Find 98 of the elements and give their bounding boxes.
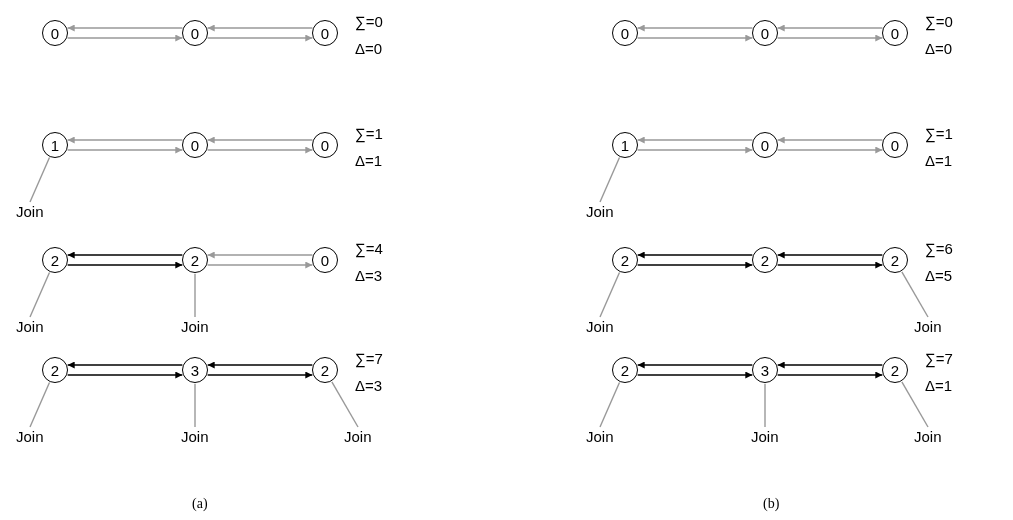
state-circle: 0: [312, 20, 338, 46]
leader-line: [599, 156, 621, 203]
leader-line: [194, 383, 196, 428]
arrow: [777, 361, 883, 369]
arrow: [67, 261, 183, 269]
leader-line: [29, 271, 51, 318]
arrow: [777, 146, 883, 154]
sum-label: ∑=7: [355, 350, 383, 367]
arrow: [637, 261, 753, 269]
sum-label: ∑=7: [925, 350, 953, 367]
leader-line: [599, 271, 621, 318]
sum-label: ∑=0: [925, 13, 953, 30]
state-circle: 0: [752, 132, 778, 158]
join-label: Join: [751, 428, 779, 445]
arrow: [777, 261, 883, 269]
leader-line: [194, 273, 196, 318]
state-circle: 2: [42, 247, 68, 273]
join-label: Join: [586, 318, 614, 335]
delta-label: Δ=1: [355, 152, 383, 169]
join-label: Join: [586, 203, 614, 220]
join-label: Join: [16, 203, 44, 220]
leader-line: [764, 383, 766, 428]
arrow: [207, 371, 313, 379]
sum-label: ∑=0: [355, 13, 383, 30]
state-circle: 1: [42, 132, 68, 158]
state-circle: 0: [182, 132, 208, 158]
arrow: [207, 251, 313, 259]
arrow: [637, 371, 753, 379]
panel-caption: (a): [192, 496, 208, 512]
leader-line: [901, 381, 929, 428]
leader-line: [901, 271, 929, 318]
join-label: Join: [914, 318, 942, 335]
state-circle: 0: [882, 20, 908, 46]
leader-line: [29, 381, 51, 428]
delta-label: Δ=0: [925, 40, 953, 57]
panel-caption: (b): [763, 496, 780, 512]
arrow: [67, 371, 183, 379]
arrow: [777, 251, 883, 259]
join-label: Join: [181, 428, 209, 445]
state-circle: 2: [42, 357, 68, 383]
arrow: [67, 361, 183, 369]
arrow: [67, 136, 183, 144]
arrow: [67, 24, 183, 32]
arrow: [637, 136, 753, 144]
join-label: Join: [16, 318, 44, 335]
leader-line: [599, 381, 621, 428]
leader-line: [29, 156, 51, 203]
arrow: [777, 136, 883, 144]
state-circle: 3: [752, 357, 778, 383]
arrow: [777, 24, 883, 32]
sum-label: ∑=4: [355, 240, 383, 257]
state-circle: 0: [42, 20, 68, 46]
arrow: [207, 136, 313, 144]
join-label: Join: [914, 428, 942, 445]
state-circle: 2: [752, 247, 778, 273]
delta-label: Δ=1: [925, 377, 953, 394]
state-circle: 0: [312, 247, 338, 273]
arrow: [207, 146, 313, 154]
leader-line: [331, 381, 359, 428]
delta-label: Δ=3: [355, 267, 383, 284]
join-label: Join: [344, 428, 372, 445]
state-circle: 2: [182, 247, 208, 273]
sum-label: ∑=1: [925, 125, 953, 142]
arrow: [777, 34, 883, 42]
state-circle: 2: [612, 247, 638, 273]
arrow: [67, 251, 183, 259]
join-label: Join: [16, 428, 44, 445]
arrow: [637, 34, 753, 42]
delta-label: Δ=5: [925, 267, 953, 284]
arrow: [637, 361, 753, 369]
state-circle: 0: [882, 132, 908, 158]
arrow: [207, 261, 313, 269]
arrow: [637, 24, 753, 32]
state-circle: 3: [182, 357, 208, 383]
state-circle: 2: [882, 247, 908, 273]
arrow: [67, 146, 183, 154]
join-label: Join: [181, 318, 209, 335]
state-circle: 0: [182, 20, 208, 46]
join-label: Join: [586, 428, 614, 445]
arrow: [207, 361, 313, 369]
state-circle: 0: [612, 20, 638, 46]
state-circle: 2: [312, 357, 338, 383]
arrow: [777, 371, 883, 379]
state-circle: 0: [312, 132, 338, 158]
state-circle: 2: [882, 357, 908, 383]
sum-label: ∑=1: [355, 125, 383, 142]
delta-label: Δ=3: [355, 377, 383, 394]
state-circle: 1: [612, 132, 638, 158]
state-circle: 0: [752, 20, 778, 46]
arrow: [207, 24, 313, 32]
arrow: [67, 34, 183, 42]
delta-label: Δ=0: [355, 40, 383, 57]
state-circle: 2: [612, 357, 638, 383]
sum-label: ∑=6: [925, 240, 953, 257]
arrow: [637, 251, 753, 259]
arrow: [207, 34, 313, 42]
arrow: [637, 146, 753, 154]
delta-label: Δ=1: [925, 152, 953, 169]
